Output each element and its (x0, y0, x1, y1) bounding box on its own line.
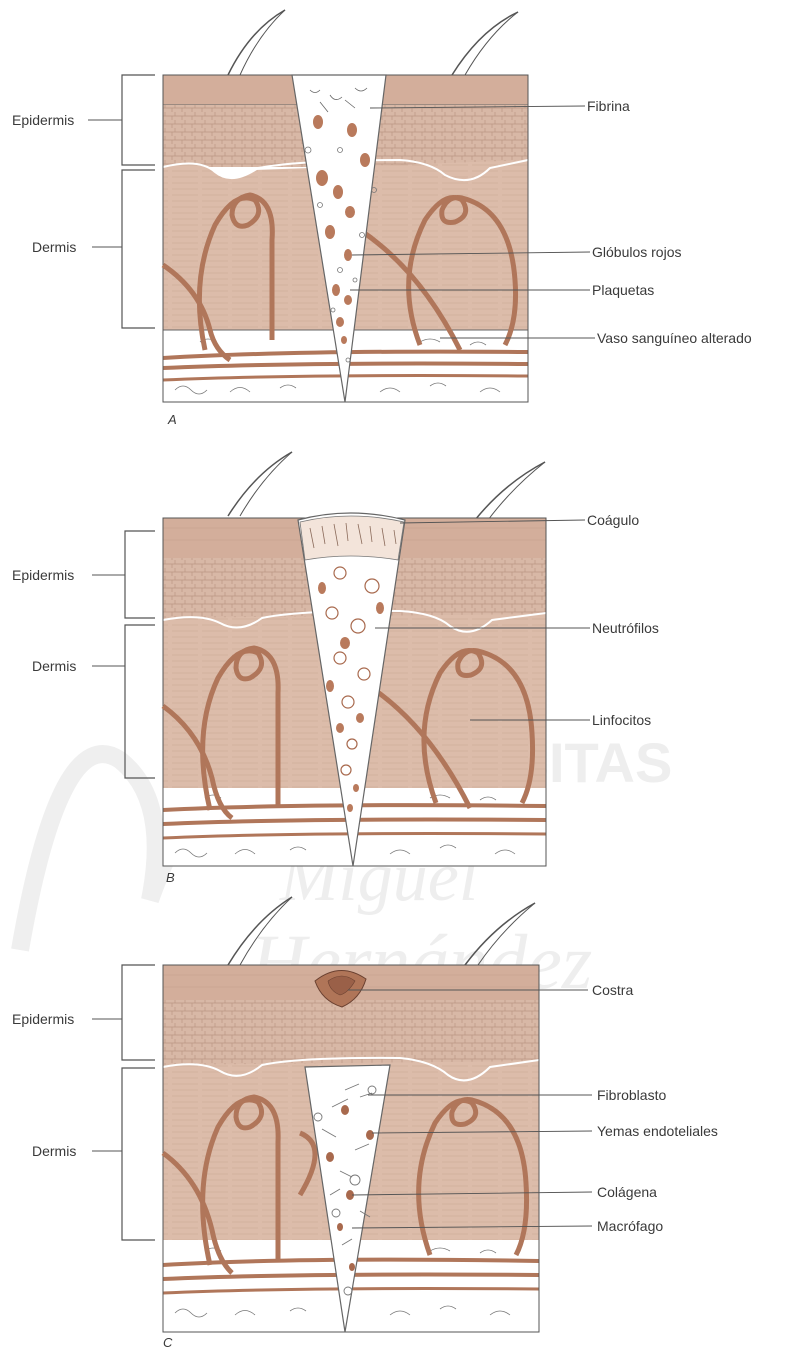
panel-b: Epidermis Dermis Coágulo Neutrófilos Lin… (0, 448, 793, 888)
panel-a: Epidermis Dermis Fibrina Glóbulos rojos … (0, 0, 793, 430)
label-epidermis: Epidermis (12, 112, 74, 128)
panel-c: Epidermis Dermis Costra Fibroblasto Yema… (0, 895, 793, 1354)
label-dermis: Dermis (32, 658, 76, 674)
panel-letter-b: B (166, 870, 175, 885)
skin-diagram-b (0, 448, 793, 888)
label-fibroblasto: Fibroblasto (597, 1087, 666, 1103)
panel-letter-a: A (168, 412, 177, 427)
label-colagena: Colágena (597, 1184, 657, 1200)
label-epidermis: Epidermis (12, 567, 74, 583)
label-linfocitos: Linfocitos (592, 712, 651, 728)
label-dermis: Dermis (32, 239, 76, 255)
label-yemas-endoteliales: Yemas endoteliales (597, 1123, 718, 1139)
label-epidermis: Epidermis (12, 1011, 74, 1027)
label-fibrina: Fibrina (587, 98, 630, 114)
label-neutrofilos: Neutrófilos (592, 620, 659, 636)
label-macrofago: Macrófago (597, 1218, 663, 1234)
skin-diagram-a (0, 0, 793, 430)
label-plaquetas: Plaquetas (592, 282, 654, 298)
label-coagulo: Coágulo (587, 512, 639, 528)
panel-letter-c: C (163, 1335, 172, 1350)
label-vaso-sanguineo: Vaso sanguíneo alterado (597, 330, 752, 346)
label-globulos-rojos: Glóbulos rojos (592, 244, 682, 260)
label-dermis: Dermis (32, 1143, 76, 1159)
label-costra: Costra (592, 982, 633, 998)
